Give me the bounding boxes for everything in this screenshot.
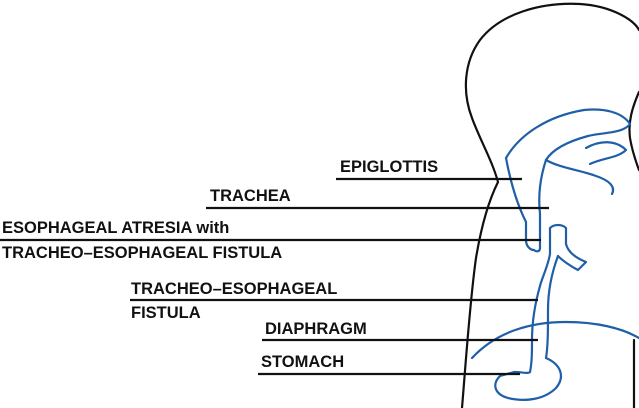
trachea-tube bbox=[550, 225, 566, 244]
label-epiglottis: EPIGLOTTIS bbox=[340, 158, 438, 176]
upper-esophageal-pouch bbox=[534, 160, 546, 251]
stomach-outline bbox=[495, 358, 561, 400]
oral-cavity bbox=[506, 110, 630, 160]
label-tracheoesophageal-fistula-line2: FISTULA bbox=[131, 304, 201, 322]
right-bronchus bbox=[558, 244, 586, 270]
infant-body-outline bbox=[462, 4, 639, 408]
tongue bbox=[546, 160, 613, 194]
label-stomach: STOMACH bbox=[261, 353, 344, 371]
label-esophageal-atresia-line1: ESOPHAGEAL ATRESIA with bbox=[2, 219, 229, 237]
pharynx-left-wall bbox=[506, 158, 534, 250]
lower-esophagus-right bbox=[546, 256, 558, 358]
trachea-left-wall bbox=[540, 228, 550, 286]
infant-face-outline bbox=[629, 92, 639, 170]
label-esophageal-atresia-line2: TRACHEO–ESOPHAGEAL FISTULA bbox=[2, 244, 282, 262]
label-trachea: TRACHEA bbox=[210, 187, 291, 205]
palate bbox=[586, 142, 626, 164]
label-tracheoesophageal-fistula-line1: TRACHEO–ESOPHAGEAL bbox=[131, 280, 337, 298]
label-diaphragm: DIAPHRAGM bbox=[265, 320, 367, 338]
